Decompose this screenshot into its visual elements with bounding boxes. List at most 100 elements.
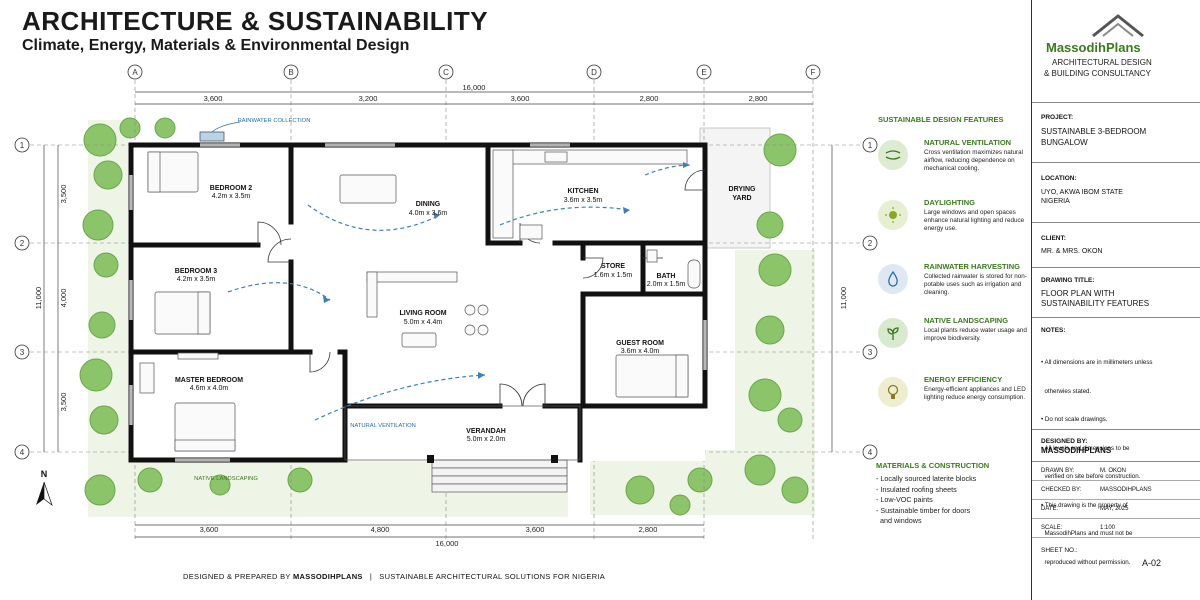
- footer-brand: MASSODIHPLANS: [293, 572, 363, 581]
- row-value: 1:100: [1100, 525, 1116, 531]
- notes-label: NOTES:: [1041, 327, 1066, 334]
- location-value-2: NIGERIA: [1041, 198, 1070, 205]
- project-value: SUSTAINABLE 3-BEDROOM: [1041, 127, 1147, 136]
- wardrobe-icon: [177, 352, 219, 360]
- company-tagline-2: & BUILDING CONSULTANCY: [1044, 69, 1151, 78]
- grid-label-1-right: 1: [868, 141, 873, 150]
- dim-bottom-1: 3,600: [200, 525, 219, 534]
- room-size-bedroom3: 4.2m x 3.5m: [177, 276, 216, 283]
- grid-label-2-left: 2: [20, 239, 25, 248]
- feature-text: Collected rainwater is stored for non-po…: [924, 273, 1027, 296]
- dining-table-icon: [339, 174, 397, 204]
- dim-top-2: 3,200: [359, 94, 378, 103]
- window-frames: [130, 144, 706, 461]
- grid-label-b: B: [288, 68, 293, 77]
- wind-icon: [878, 140, 908, 170]
- airflow-arrowheads: [323, 162, 690, 379]
- furniture: [139, 149, 701, 452]
- grid-label-4-left: 4: [20, 448, 25, 457]
- row-key: DATE:: [1041, 506, 1059, 512]
- room-size-dining: 4.0m x 3.6m: [409, 210, 448, 217]
- toilet-icon: [646, 249, 658, 263]
- checked-by-row: CHECKED BY: MASSODIHPLANS: [1032, 481, 1200, 500]
- grid-label-3-right: 3: [868, 348, 873, 357]
- verandah-columns: [427, 455, 558, 463]
- room-name-living: LIVING ROOM: [399, 310, 446, 317]
- drawing-title-value-2: SUSTAINABILITY FEATURES: [1041, 299, 1150, 308]
- grid-label-f: F: [811, 68, 816, 77]
- room-size-bedroom2: 4.2m x 3.5m: [212, 193, 251, 200]
- dim-bottom-2: 4,800: [371, 525, 390, 534]
- dim-bottom-total: 16,000: [436, 539, 459, 548]
- list-item: • Do not scale drawings.: [1041, 416, 1108, 423]
- dim-left-3: 3,500: [59, 393, 68, 412]
- plant-icon: [878, 318, 908, 348]
- sun-icon: [878, 200, 908, 230]
- project-section: PROJECT: SUSTAINABLE 3-BEDROOM BUNGALOW: [1032, 103, 1200, 163]
- wardrobe-icon: [139, 362, 155, 394]
- sofa-icon: [366, 271, 458, 283]
- feature-title: ENERGY EFFICIENCY: [924, 375, 1003, 384]
- north-arrow-icon: N: [36, 469, 53, 506]
- landscaping-annotation: NATIVE LANDSCAPING: [194, 476, 258, 482]
- dim-top-4: 2,800: [640, 94, 659, 103]
- grid-label-e: E: [701, 68, 706, 77]
- notes-list: • All dimensions are in millimeters unle…: [1041, 339, 1153, 586]
- room-size-bath: 2.0m x 1.5m: [647, 281, 686, 288]
- feature-text: Energy-efficient appliances and LED ligh…: [924, 386, 1026, 401]
- row-value: MASSODIHPLANS: [1100, 487, 1152, 493]
- room-name-bedroom3: BEDROOM 3: [175, 268, 218, 275]
- room-name-bath: BATH: [657, 273, 676, 280]
- row-value: M. OKON: [1100, 468, 1127, 474]
- designed-by-label: DESIGNED BY:: [1041, 438, 1088, 445]
- ventilation-annotation: NATURAL VENTILATION: [350, 423, 416, 429]
- kitchen-counter-icon: [511, 149, 688, 165]
- grid-label-a: A: [132, 68, 138, 77]
- grid-label-2-right: 2: [868, 239, 873, 248]
- project-label: PROJECT:: [1041, 114, 1074, 121]
- room-name-master: MASTER BEDROOM: [175, 377, 243, 384]
- row-key: DRAWN BY:: [1041, 468, 1075, 474]
- room-name-verandah: VERANDAH: [466, 428, 506, 435]
- room-name-guest: GUEST ROOM: [616, 340, 664, 347]
- materials-list: - Locally sourced laterite blocks - Insu…: [876, 474, 976, 527]
- row-value: MAY, 2025: [1100, 506, 1129, 512]
- list-item: MassodihPlans and must not be: [1041, 530, 1133, 537]
- grid-label-d: D: [591, 68, 597, 77]
- drawing-title-value: FLOOR PLAN WITH: [1041, 289, 1115, 298]
- grid-label-3-left: 3: [20, 348, 25, 357]
- company-logo-icon: [1092, 14, 1144, 38]
- company-tagline: ARCHITECTURAL DESIGN: [1052, 58, 1152, 67]
- room-size-master: 4.6m x 4.0m: [190, 385, 229, 392]
- feature-text: Cross ventilation maximizes natural airf…: [924, 149, 1024, 172]
- list-item: verified on site before construction.: [1041, 473, 1141, 480]
- project-value-2: BUNGALOW: [1041, 138, 1088, 147]
- designed-by-section: DESIGNED BY: MASSODIHPLANS: [1032, 430, 1200, 462]
- drawn-by-row: DRAWN BY: M. OKON: [1032, 462, 1200, 481]
- dim-top-1: 3,600: [204, 94, 223, 103]
- list-item: - Low-VOC paints: [876, 495, 933, 504]
- dim-top-3: 3,600: [511, 94, 530, 103]
- feature-title: DAYLIGHTING: [924, 198, 975, 207]
- dim-top-total: 16,000: [463, 83, 486, 92]
- feature-text: Large windows and open spaces enhance na…: [924, 209, 1025, 232]
- room-name-dining: DINING: [416, 201, 441, 208]
- location-section: LOCATION: UYO, AKWA IBOM STATE NIGERIA: [1032, 163, 1200, 223]
- notes-section: NOTES: • All dimensions are in millimete…: [1032, 318, 1200, 566]
- list-item: otherwies stated.: [1041, 387, 1092, 395]
- footer-suffix: | SUSTAINABLE ARCHITECTURAL SOLUTIONS FO…: [362, 572, 606, 581]
- room-size-living: 5.0m x 4.4m: [404, 319, 443, 326]
- list-item: • All levels and dimensions to be: [1041, 444, 1130, 452]
- designed-by-value: MASSODIHPLANS: [1041, 446, 1112, 455]
- rainwater-leader: [211, 121, 241, 133]
- rainwater-annotation: RAINWATER COLLECTION: [238, 118, 311, 124]
- client-section: CLIENT: MR. & MRS. OKON: [1032, 223, 1200, 268]
- feature-text: Local plants reduce water usage and impr…: [924, 327, 1027, 342]
- room-name-drying-2: YARD: [732, 195, 751, 202]
- grid-bubbles: [14, 64, 878, 460]
- drawing-title-label: DRAWING TITLE:: [1041, 277, 1095, 284]
- door-swings: [257, 169, 706, 407]
- dim-left-1: 3,500: [59, 185, 68, 204]
- location-value: UYO, AKWA IBOM STATE: [1041, 189, 1123, 196]
- room-size-guest: 3.6m x 4.0m: [621, 348, 660, 355]
